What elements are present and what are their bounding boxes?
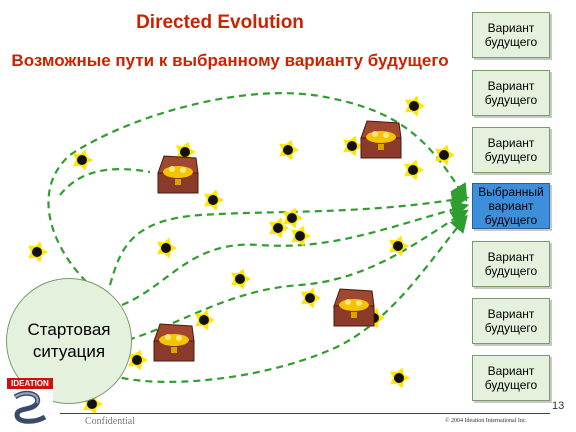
bomb-icon xyxy=(128,349,148,371)
treasure-chest-icon xyxy=(360,120,402,159)
future-option-2: Вариант будущего xyxy=(472,70,550,116)
bomb-icon xyxy=(279,139,299,161)
bomb-icon xyxy=(291,225,311,247)
bomb-icon xyxy=(405,95,425,117)
bomb-icon xyxy=(389,235,409,257)
bomb-icon xyxy=(404,159,424,181)
bomb-icon xyxy=(390,367,410,389)
evolution-path xyxy=(47,92,468,291)
bomb-icon xyxy=(283,207,303,229)
bomb-icon xyxy=(301,287,321,309)
evolution-path xyxy=(121,201,470,307)
bomb-icon xyxy=(28,241,48,263)
future-option-5: Вариант будущего xyxy=(472,241,550,287)
evolution-path xyxy=(59,168,151,196)
bomb-icon xyxy=(204,189,224,211)
future-option-6: Вариант будущего xyxy=(472,298,550,344)
future-option-3: Вариант будущего xyxy=(472,127,550,173)
confidential-label: Confidential xyxy=(85,416,135,427)
bomb-icon xyxy=(73,149,93,171)
bomb-icon xyxy=(343,135,363,157)
copyright-text: © 2004 Ideation International Inc. xyxy=(445,418,528,424)
logo-text: IDEATION xyxy=(7,378,53,389)
footer-divider xyxy=(60,413,550,414)
logo-mark-icon xyxy=(13,390,47,424)
treasure-chest-icon xyxy=(333,288,375,327)
page-title: Directed Evolution xyxy=(136,12,304,33)
ideation-logo: IDEATION xyxy=(7,378,53,426)
bomb-icon xyxy=(157,237,177,259)
bomb-icon xyxy=(195,309,215,331)
bomb-icon xyxy=(435,144,455,166)
future-option-1: Вариант будущего xyxy=(472,12,550,58)
treasure-chest-icon xyxy=(153,323,195,362)
evolution-path xyxy=(108,191,470,286)
treasure-group xyxy=(153,120,402,362)
bomb-icon xyxy=(231,268,251,290)
future-option-7: Вариант будущего xyxy=(472,355,550,401)
future-option-selected: Выбранный вариант будущего xyxy=(472,183,550,229)
page-number: 13 xyxy=(552,400,565,412)
bomb-icon xyxy=(269,217,289,239)
path-group xyxy=(47,92,470,383)
treasure-chest-icon xyxy=(157,155,199,194)
evolution-path xyxy=(127,209,469,342)
page-subtitle: Возможные пути к выбранному варианту буд… xyxy=(11,51,449,70)
